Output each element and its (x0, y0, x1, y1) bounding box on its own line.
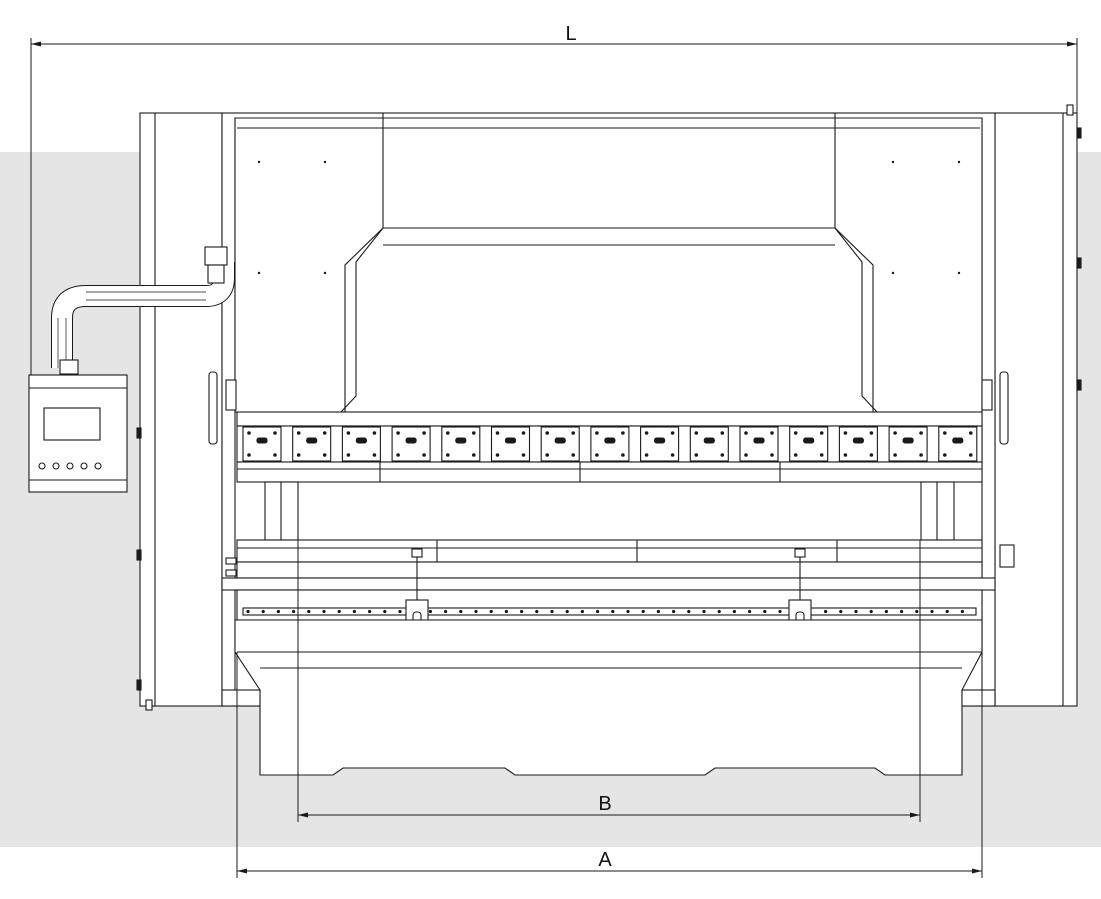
tool-clamp (540, 426, 580, 462)
tool-clamps (242, 426, 978, 462)
top-right-pin (1066, 104, 1074, 116)
pipe-valve (204, 246, 228, 266)
tool-clamp (341, 426, 381, 462)
press-brake-machine (139, 104, 1078, 776)
left-side-frame (139, 112, 223, 707)
tool-clamp (938, 426, 978, 462)
tool-clamp (789, 426, 829, 462)
die-table (236, 539, 983, 563)
tool-clamp (441, 426, 481, 462)
tool-clamp (242, 426, 282, 462)
tool-clamp (640, 426, 680, 462)
tool-clamp (292, 426, 332, 462)
rail-holes (246, 609, 965, 614)
circle-button-icon (38, 462, 102, 470)
tool-clamp (838, 426, 878, 462)
control-panel-screen (43, 407, 101, 441)
tool-clamp (689, 426, 729, 462)
dimension-label-B: B (598, 793, 611, 815)
tool-clamp (739, 426, 779, 462)
hydraulic-pipe (51, 246, 235, 375)
tool-clamp (490, 426, 531, 462)
dimension-label-A: A (598, 849, 612, 871)
control-panel (28, 127, 1082, 691)
clamp-rail (236, 411, 983, 427)
left-frame-foot (145, 699, 153, 711)
beam-dots (257, 160, 961, 275)
dimension-lines (30, 38, 1078, 878)
upper-tool-bar (236, 461, 983, 483)
left-handle (208, 371, 218, 445)
arrow-icon (31, 41, 1077, 874)
lower-beam (234, 619, 983, 776)
tool-clamp (888, 426, 928, 462)
tool-clamp (391, 426, 431, 462)
lower-die-plate (236, 561, 983, 579)
dimension-label-L: L (565, 23, 576, 45)
right-handle (999, 371, 1009, 445)
tool-clamp (590, 426, 630, 462)
